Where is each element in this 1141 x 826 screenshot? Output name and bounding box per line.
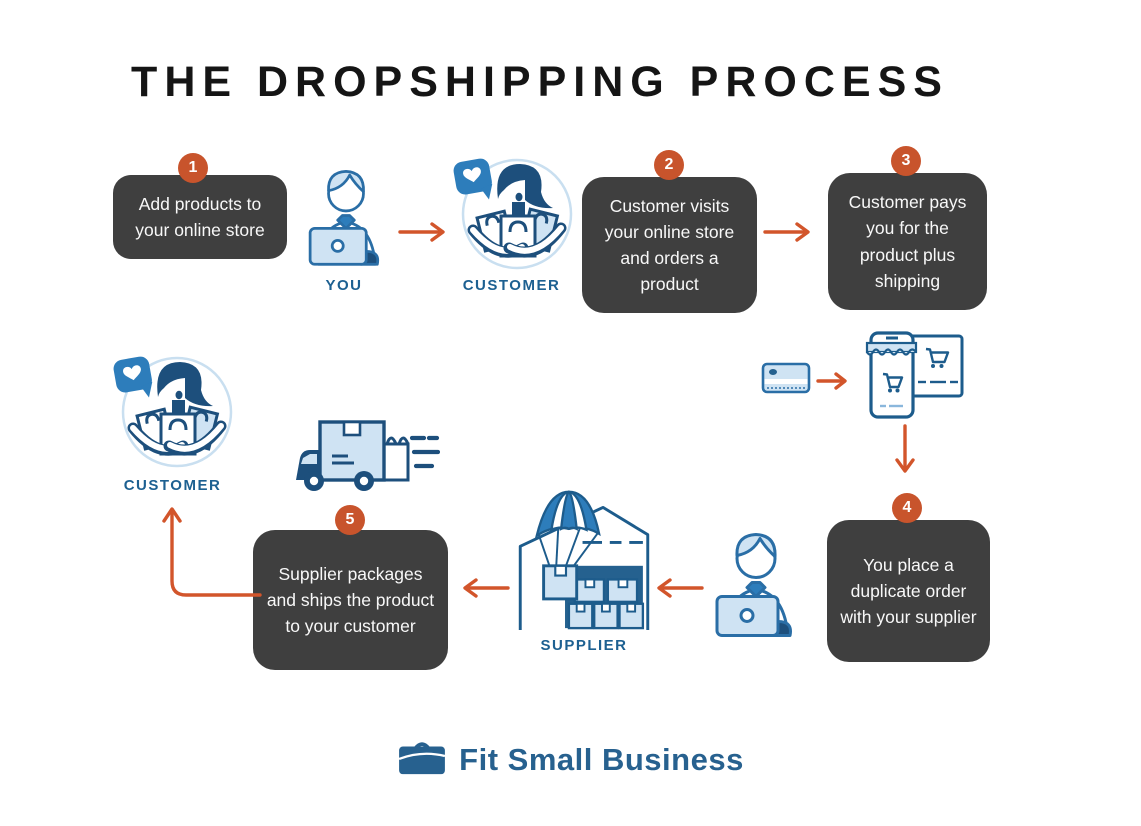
arrow-checkout-to-step4-icon bbox=[895, 424, 915, 478]
step-4-box: You place a duplicate order with your su… bbox=[827, 520, 990, 662]
customer-bottom-icon bbox=[107, 350, 237, 470]
step-5-text: Supplier packages and ships the product … bbox=[266, 563, 435, 637]
supplier-warehouse-icon bbox=[508, 486, 660, 632]
step-4-badge: 4 bbox=[892, 493, 922, 523]
customer-bottom-label: CUSTOMER bbox=[123, 477, 222, 494]
orderer-person-icon bbox=[706, 522, 806, 644]
step-3-badge: 3 bbox=[891, 146, 921, 176]
arrow-card-to-checkout-icon bbox=[816, 371, 852, 391]
arrow-you-to-customer-icon bbox=[398, 222, 450, 242]
checkout-screens-icon bbox=[852, 330, 967, 422]
arrow-supplier-to-step5-icon bbox=[458, 578, 510, 598]
brand-text: Fit Small Business bbox=[459, 741, 744, 777]
customer-top-label: CUSTOMER bbox=[462, 277, 561, 294]
step-3-box: Customer pays you for the product plus s… bbox=[828, 173, 987, 310]
credit-card-icon bbox=[760, 358, 812, 398]
arrow-step5-to-customer-icon bbox=[150, 500, 265, 605]
briefcase-icon bbox=[397, 736, 447, 783]
step-4-text: You place a duplicate order with your su… bbox=[840, 554, 977, 628]
step-1-badge: 1 bbox=[178, 153, 208, 183]
you-label: YOU bbox=[325, 277, 363, 294]
step-5-badge: 5 bbox=[335, 505, 365, 535]
step-2-box: Customer visits your online store and or… bbox=[582, 177, 757, 313]
step-5-box: Supplier packages and ships the product … bbox=[253, 530, 448, 670]
you-person-icon bbox=[300, 160, 392, 272]
step-3-text: Customer pays you for the product plus s… bbox=[848, 192, 967, 291]
step-1-text: Add products to your online store bbox=[135, 193, 265, 240]
step-2-text: Customer visits your online store and or… bbox=[604, 195, 735, 295]
arrow-orderer-to-supplier-icon bbox=[652, 578, 704, 598]
supplier-label: SUPPLIER bbox=[540, 637, 628, 654]
page-title: THE DROPSHIPPING PROCESS bbox=[131, 58, 949, 106]
step-1-box: Add products to your online store bbox=[113, 175, 287, 259]
delivery-truck-icon bbox=[290, 416, 441, 498]
arrow-step2-to-step3-icon bbox=[763, 222, 815, 242]
brand-logo: Fit Small Business bbox=[0, 736, 1141, 783]
step-2-badge: 2 bbox=[654, 150, 684, 180]
customer-top-icon bbox=[447, 152, 577, 272]
